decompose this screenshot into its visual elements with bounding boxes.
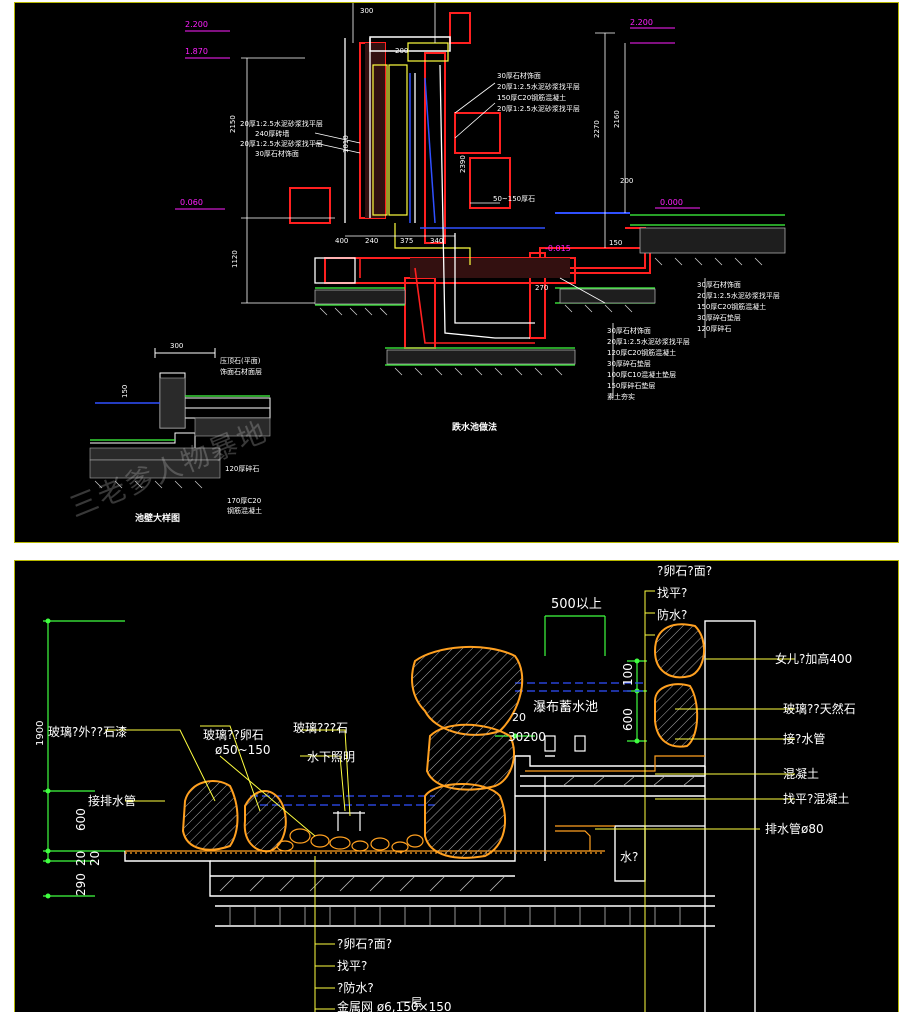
label-natural-stone: 玻璃??天然石 bbox=[783, 701, 856, 716]
dim-label: 400 bbox=[335, 237, 348, 245]
elevation-label: 2.200 bbox=[630, 18, 653, 27]
label-cobble: 玻璃??卵石 bbox=[203, 728, 264, 742]
dim-label: 340 bbox=[430, 237, 443, 245]
elevation-label: 0.060 bbox=[180, 198, 203, 207]
dim-label: 2160 bbox=[613, 110, 621, 128]
annotation-text: 20厚1:2.5水泥砂浆找平层 bbox=[240, 139, 323, 148]
label-water-pipe: 接?水管 bbox=[783, 731, 825, 746]
annotation-text: 20厚1:2.5水泥砂浆找平层 bbox=[497, 104, 580, 113]
label-bottom-stack: ?卵石?面? bbox=[337, 937, 392, 951]
annotation-text: 150厚碎石垫层 bbox=[607, 381, 655, 390]
label-concrete: 混凝土 bbox=[783, 766, 819, 781]
dim-label: 2270 bbox=[593, 120, 601, 138]
dim-label: 270 bbox=[535, 284, 548, 292]
label-parapet: 女儿?加高400 bbox=[775, 651, 852, 666]
label-drain-pipe: 排水管ø80 bbox=[765, 821, 824, 836]
bottom-drawing-panel: 玻璃?外??石漆 玻璃??卵石 ø50~150 玻璃???石 水下照明 接排水管… bbox=[14, 560, 899, 1012]
annotation-text: 30厚石材饰面 bbox=[255, 149, 299, 158]
dim-label: 150 bbox=[121, 385, 129, 398]
label-outer-paint: 玻璃?外??石漆 bbox=[48, 725, 127, 739]
label-bottom-stack: ?防水? bbox=[337, 980, 374, 995]
annotation-text: 20厚1:2.5水泥砂浆找平层 bbox=[697, 291, 780, 300]
label-screed-concrete: 找平?混凝土 bbox=[783, 791, 849, 806]
dim-label: 2150 bbox=[229, 115, 237, 133]
dim-label: 300 bbox=[360, 7, 373, 15]
annotation-text: 30厚碎石垫层 bbox=[607, 359, 651, 368]
annotation-text: 30厚石材饰面 bbox=[697, 280, 741, 289]
label-drain: 接排水管 bbox=[88, 793, 136, 808]
dim-label: 30 bbox=[508, 730, 523, 744]
dim-label: 300 bbox=[170, 342, 183, 350]
label-bottom-stack: 找平? bbox=[337, 959, 367, 973]
dim-label: 290 bbox=[74, 873, 88, 896]
dim-label: 20 bbox=[74, 851, 88, 866]
label-overlap: 一层 bbox=[400, 996, 422, 1009]
pool-section-svg: 玻璃?外??石漆 玻璃??卵石 ø50~150 玻璃???石 水下照明 接排水管… bbox=[35, 564, 856, 1012]
annotation-text: 30厚石材饰面 bbox=[607, 326, 651, 335]
dim-label: 200 bbox=[523, 730, 546, 744]
dim-label: 375 bbox=[400, 237, 413, 245]
detail-title: 池壁大样图 bbox=[135, 512, 180, 524]
annotation-text: 钢筋混凝土 bbox=[227, 506, 262, 515]
dim-label: 600 bbox=[621, 708, 635, 731]
annotation-text: 20厚1:2.5水泥砂浆找平层 bbox=[607, 337, 690, 346]
label-top-stack: 防水? bbox=[657, 607, 687, 622]
dim-label: 1010 bbox=[342, 135, 350, 153]
dim-label: 200 bbox=[620, 177, 633, 185]
dim-label: 100 bbox=[621, 663, 635, 686]
annotation-text: 120厚C20钢筋混凝土 bbox=[607, 348, 676, 357]
elevation-label: 2.200 bbox=[185, 20, 208, 29]
elevation-label: 1.870 bbox=[185, 47, 208, 56]
annotation-text: 170厚C20 bbox=[227, 497, 261, 505]
annotation-text: 素土夯实 bbox=[607, 392, 635, 401]
section-title: 跌水池做法 bbox=[452, 421, 497, 433]
label-span: 500以上 bbox=[551, 597, 602, 612]
waterfall-section-svg: 2.200 1.870 0.060 0.000 -0.015 2.200 215… bbox=[89, 3, 786, 524]
annotation-text: 100厚C10混凝土垫层 bbox=[607, 370, 676, 379]
annotation-text: 120厚碎石 bbox=[697, 324, 731, 333]
label-cobble-size: ø50~150 bbox=[215, 743, 271, 757]
dim-label: 150 bbox=[609, 239, 622, 247]
dim-label: 1120 bbox=[231, 250, 239, 268]
label-bottom-stack: 金属网 ø6,150×150 bbox=[337, 999, 451, 1012]
label-tank: 水? bbox=[620, 850, 638, 864]
elevation-label: 0.000 bbox=[660, 198, 683, 207]
annotation-text: 120厚碎石 bbox=[225, 464, 259, 473]
label-top-stack: 找平? bbox=[657, 586, 687, 600]
elevation-label: -0.015 bbox=[545, 244, 571, 253]
annotation-text: 压顶石(平面) bbox=[220, 357, 261, 365]
dim-label: 200 bbox=[395, 47, 408, 55]
annotation-text: 饰面石材面层 bbox=[220, 367, 262, 376]
dim-label: 2390 bbox=[459, 155, 467, 173]
annotation-text: 150厚C20钢筋混凝土 bbox=[697, 302, 766, 311]
annotation-text: 20厚1:2.5水泥砂浆找平层 bbox=[497, 82, 580, 91]
label-top-stack: ?卵石?面? bbox=[657, 564, 712, 578]
dim-label: 20 bbox=[88, 851, 102, 866]
dim-label: 1900 bbox=[35, 721, 46, 746]
annotation-text: 20厚1:2.5水泥砂浆找平层 bbox=[240, 119, 323, 128]
label-stone: 玻璃???石 bbox=[293, 721, 348, 735]
annotation-text: 150厚C20钢筋混凝土 bbox=[497, 93, 566, 102]
label-underwater-light: 水下照明 bbox=[307, 750, 355, 764]
dim-label: 600 bbox=[74, 808, 88, 831]
dim-label: 20 bbox=[512, 711, 526, 724]
dim-label: 240 bbox=[365, 237, 378, 245]
annotation-text: 30厚碎石垫层 bbox=[697, 313, 741, 322]
annotation-text: 30厚石材饰面 bbox=[497, 71, 541, 80]
label-pool: 瀑布蓄水池 bbox=[533, 700, 598, 715]
annotation-text: 50~150厚石 bbox=[493, 195, 535, 203]
top-drawing-panel: 2.200 1.870 0.060 0.000 -0.015 2.200 215… bbox=[14, 2, 899, 543]
annotation-text: 240厚砖墙 bbox=[255, 129, 289, 138]
